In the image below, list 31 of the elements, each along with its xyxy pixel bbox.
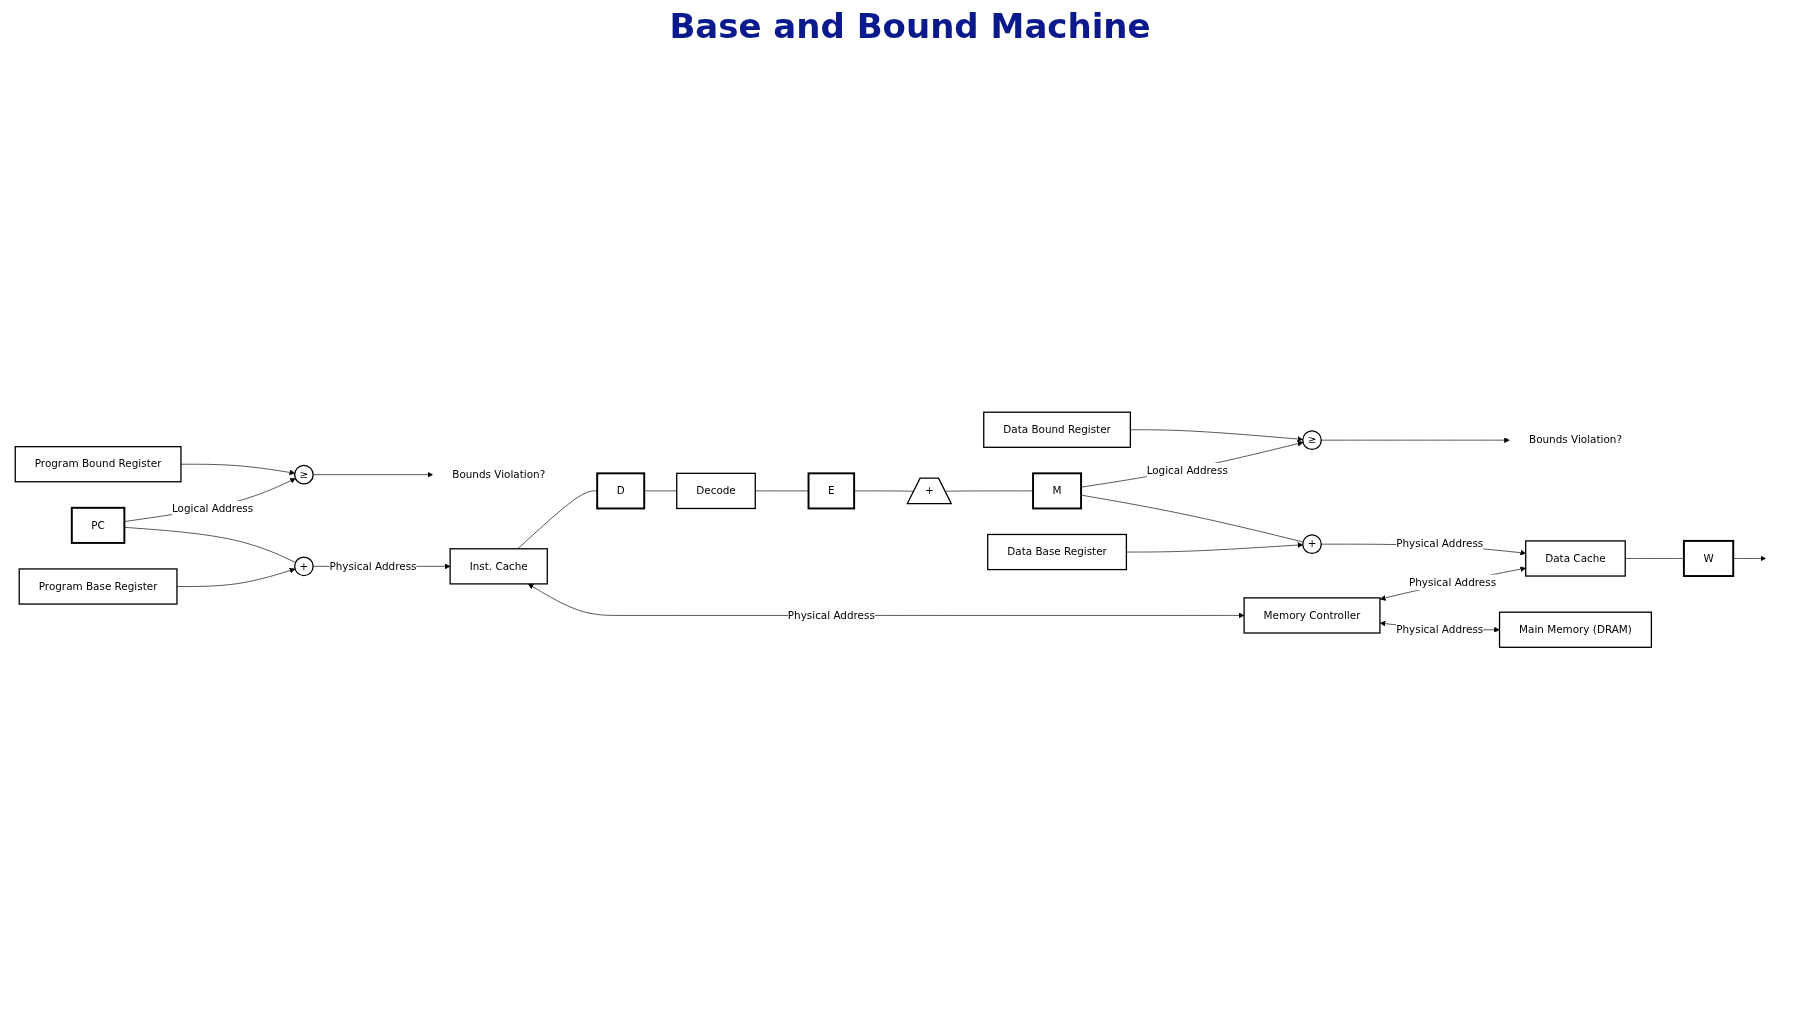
node-box: Data Base Register <box>987 534 1128 571</box>
node-box: PC <box>70 507 126 545</box>
edge-label: Physical Address <box>1396 537 1484 551</box>
node-text: Bounds Violation? <box>1529 433 1622 447</box>
edge-label: Logical Address <box>1146 464 1228 477</box>
node-box: M <box>1032 472 1083 510</box>
edge-label: Logical Address <box>171 502 254 515</box>
connector <box>944 490 1034 492</box>
node-box: W <box>1682 540 1735 578</box>
node-box: D <box>596 472 646 510</box>
edge-label: Physical Address <box>1409 576 1497 589</box>
diagram-title: Base and Bound Machine <box>668 6 1152 46</box>
edge-label: Physical Address <box>1396 623 1484 636</box>
node-circle: + <box>294 556 314 577</box>
node-box: Program Bound Register <box>14 446 182 483</box>
edge-label: Physical Address <box>329 560 417 573</box>
connector <box>517 490 598 550</box>
node-box: Program Base Register <box>18 568 178 605</box>
edge-label: Physical Address <box>787 609 875 622</box>
node-circle: ≥ <box>294 465 314 485</box>
node-box: Data Cache <box>1525 540 1626 577</box>
node-box: Decode <box>676 472 756 510</box>
node-circle: ≥ <box>1302 430 1322 451</box>
node-box: Inst. Cache <box>449 548 548 585</box>
node-box: Memory Controller <box>1243 597 1381 634</box>
node-circle: + <box>1302 534 1322 555</box>
node-box: Data Bound Register <box>983 411 1131 449</box>
node-box: E <box>807 472 856 510</box>
node-text: Bounds Violation? <box>452 468 546 481</box>
connector <box>124 527 296 564</box>
node-box: Main Memory (DRAM) <box>1498 611 1653 649</box>
